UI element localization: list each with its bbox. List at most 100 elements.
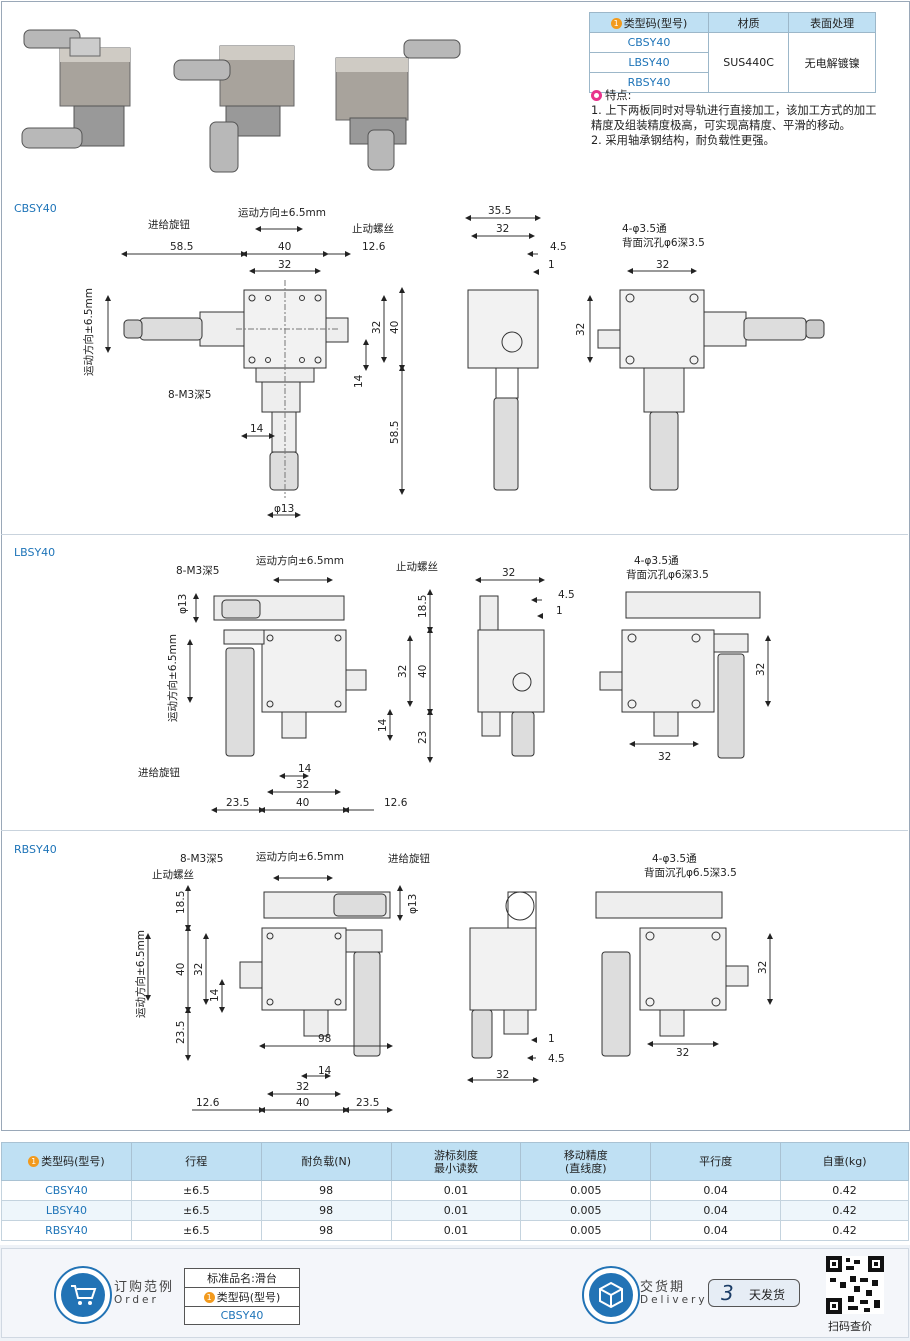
rbsy-stop-screw-label: 止动螺丝	[152, 869, 194, 881]
spec-model: RBSY40	[589, 72, 709, 93]
section-label-cbsy: CBSY40	[14, 202, 57, 215]
order-subtitle: Order	[114, 1294, 159, 1306]
cbsy-motion-label: 运动方向±6.5mm	[238, 206, 326, 219]
cbsy-side-body	[467, 289, 539, 369]
rbsy-motion-v-label: 运动方向±6.5mm	[134, 930, 147, 1018]
delivery-title: 交货期	[640, 1280, 686, 1295]
param-cell: 98	[260, 1180, 392, 1201]
dim-text: 1	[548, 1033, 555, 1045]
dim-text: 32	[371, 321, 383, 334]
lbsy-front-body	[261, 629, 347, 713]
cart-icon	[54, 1266, 112, 1324]
order-std-name: 标准品名:滑台	[184, 1268, 300, 1288]
rbsy-feed-knob-label: 进给旋钮	[388, 852, 430, 865]
lbsy-motion-label: 运动方向±6.5mm	[256, 554, 344, 567]
spec-header-surface: 表面处理	[788, 12, 876, 33]
feature-item: 2. 采用轴承钢结构，耐负载性更强。	[591, 134, 775, 147]
dim-text: φ13	[274, 503, 294, 515]
package-icon	[582, 1266, 640, 1324]
params-header: 平行度	[650, 1142, 782, 1181]
dim-text: 35.5	[488, 205, 511, 217]
param-cell: 0.005	[520, 1180, 652, 1201]
dim-text: 4.5	[550, 241, 567, 253]
cbsy-rear-body	[619, 289, 705, 369]
section-label-lbsy: LBSY40	[14, 546, 56, 559]
rbsy-motion-label: 运动方向±6.5mm	[256, 850, 344, 863]
section-divider	[1, 830, 908, 831]
spec-header-material: 材质	[707, 12, 790, 33]
table-row: LBSY40 ±6.5 98 0.01 0.005 0.04 0.42	[1, 1200, 909, 1221]
lbsy-stop-screw-label: 止动螺丝	[396, 561, 438, 573]
dim-text: 40	[296, 797, 309, 809]
param-cell: 0.04	[650, 1220, 782, 1241]
param-cell: RBSY40	[1, 1220, 132, 1241]
params-header: 耐负载(N)	[260, 1142, 392, 1181]
delivery-subtitle: Delivery	[640, 1294, 708, 1306]
dim-text: 40	[278, 241, 291, 253]
params-header: 游标刻度 最小读数	[390, 1142, 522, 1181]
dim-text: 40	[389, 321, 401, 334]
dim-text: 14	[250, 423, 264, 435]
dim-text: 1	[556, 605, 563, 617]
rbsy-m3-label: 8-M3深5	[180, 853, 223, 865]
param-cell: 98	[260, 1200, 392, 1221]
dim-text: 40	[417, 665, 429, 678]
param-cell: 98	[260, 1220, 392, 1241]
dim-text: 32	[502, 567, 515, 579]
dim-text: 14	[318, 1065, 332, 1077]
dim-text: 14	[209, 988, 221, 1002]
param-cell: 0.01	[390, 1180, 522, 1201]
dim-text: 4.5	[548, 1053, 565, 1065]
qr-code-icon[interactable]	[826, 1256, 884, 1314]
dim-text: 23.5	[226, 797, 249, 809]
param-cell: ±6.5	[130, 1180, 262, 1201]
param-cell: ±6.5	[130, 1220, 262, 1241]
dim-text: 4.5	[558, 589, 575, 601]
rbsy-rear-body	[639, 927, 727, 1011]
dim-text: 14	[377, 718, 389, 732]
dim-text: 40	[175, 963, 187, 976]
dim-text: 32	[278, 259, 291, 271]
spec-material: SUS440C	[707, 32, 790, 93]
dim-text: 32	[193, 963, 205, 976]
dim-text: 32	[656, 259, 669, 271]
lbsy-m3-label: 8-M3深5	[176, 565, 219, 577]
cbsy-stop-screw-label: 止动螺丝	[352, 223, 394, 235]
product-photo-lbsy	[173, 45, 295, 173]
scan-label: 扫码查价	[828, 1320, 872, 1333]
lbsy-counter-label: 背面沉孔φ6深3.5	[626, 568, 709, 581]
dim-text: 18.5	[417, 595, 429, 618]
lbsy-rear-body	[621, 629, 715, 713]
dim-text: 32	[496, 223, 509, 235]
features-title: 特点:	[605, 89, 632, 102]
delivery-days-unit: 天发货	[749, 1288, 786, 1302]
dim-text: 32	[496, 1069, 509, 1081]
dim-text: 14	[353, 374, 365, 388]
param-cell: 0.04	[650, 1180, 782, 1201]
dim-text: 23	[417, 731, 429, 744]
param-cell: ±6.5	[130, 1200, 262, 1221]
product-photo-cbsy	[21, 29, 131, 149]
dim-text: 40	[296, 1097, 309, 1109]
lbsy-side-body	[477, 629, 545, 713]
dim-text: 32	[296, 1081, 309, 1093]
dim-text: 58.5	[170, 241, 193, 253]
dim-text: 18.5	[175, 891, 187, 914]
rbsy-counter-label: 背面沉孔φ6.5深3.5	[644, 866, 737, 879]
section-divider	[1, 534, 908, 535]
spec-surface: 无电解镀镍	[788, 32, 876, 93]
param-cell: 0.42	[780, 1180, 909, 1201]
dim-text: 1	[548, 259, 555, 271]
cbsy-feed-knob-label: 进给旋钮	[148, 218, 190, 231]
lbsy-holes-label: 4-φ3.5通	[634, 555, 679, 567]
order-title: 订购范例	[114, 1280, 175, 1295]
dim-text: 12.6	[196, 1097, 220, 1109]
delivery-days: 3	[721, 1281, 734, 1305]
param-cell: 0.005	[520, 1200, 652, 1221]
cbsy-holes-label: 4-φ3.5通	[622, 223, 667, 235]
